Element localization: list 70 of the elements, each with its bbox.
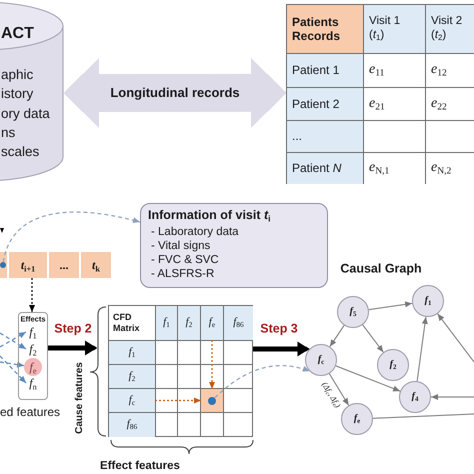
graph-node: f$_{e}$	[341, 403, 373, 435]
header-cell: f$_{e}$	[201, 306, 223, 340]
arrow	[416, 316, 428, 382]
panel-heading: Information of visit t$_{i}$	[148, 208, 271, 223]
dashed-arrow	[0, 356, 26, 384]
arrow	[437, 313, 474, 362]
brace-label: Effect features	[100, 460, 180, 474]
arrow	[329, 324, 345, 348]
header-cell: Patient 1	[287, 54, 363, 87]
feature-label: f$_{1}$	[26, 325, 40, 339]
arrow	[362, 324, 384, 353]
arrow	[253, 341, 310, 356]
highlighted-cell	[201, 389, 223, 412]
header-cell: f$_{2}$	[178, 306, 200, 340]
list-item: - Laboratory data	[151, 226, 239, 240]
dashed-arrow	[209, 340, 215, 389]
dot-icon	[0, 262, 6, 268]
dashed-arrow	[214, 365, 310, 398]
header-cell: ...	[287, 121, 363, 152]
arrow	[430, 394, 474, 400]
feature-label: f$_{2}$	[26, 342, 40, 356]
list-item: ory data	[1, 106, 50, 122]
timeline-cell: t$_{i+1}$	[9, 252, 47, 278]
graph-node: f$_{5}$	[337, 296, 369, 328]
header-cell: Patient N	[287, 153, 363, 184]
arrow	[335, 365, 401, 392]
database-title: ACT	[1, 24, 34, 44]
header-cell: f$_{2}$	[109, 365, 155, 388]
effects-panel	[18, 312, 48, 400]
graph-node: f$_{c}$	[305, 344, 337, 376]
header-cell: f$_{1}$	[109, 341, 155, 364]
list-item: - FVC & SVC	[151, 254, 219, 268]
arrow	[368, 301, 413, 310]
dot-icon	[208, 396, 216, 404]
list-item: ns	[1, 124, 16, 142]
graph-node: f$_{2}$	[377, 349, 409, 381]
header-cell: Visit 2 (t$_{2}$)	[426, 5, 474, 53]
arrow	[328, 373, 350, 406]
edge-label: Longitudinal records	[108, 85, 242, 101]
arrow	[48, 340, 97, 356]
header-cell: Patients Records	[287, 5, 363, 53]
dashed-arrow	[155, 398, 201, 404]
caption: ed features	[0, 405, 60, 420]
info-panel	[140, 203, 328, 288]
dashed-arrow	[0, 361, 24, 368]
list-item: - ALSFRS-R	[151, 268, 214, 282]
dashed-arrow	[29, 278, 35, 312]
list-item: aphic	[1, 67, 34, 84]
feature-label: f$_{n}$	[26, 376, 40, 390]
header-cell: f$_{c}$	[109, 389, 155, 412]
edge-label: Step 3	[260, 322, 298, 336]
list-item: scales	[1, 144, 40, 160]
timeline-cell	[0, 252, 7, 278]
header-cell: f$_{86}$	[109, 413, 155, 437]
header-cell: Patient 2	[287, 88, 363, 120]
graph-title: Causal Graph	[340, 262, 422, 276]
header-cell: Visit 1 (t$_{1}$)	[364, 5, 425, 53]
double-arrow	[64, 58, 286, 128]
graph-node: f$_{1}$	[412, 285, 444, 317]
header-cell: f$_{86}$	[224, 306, 253, 340]
edge-label: Step 2	[54, 322, 92, 336]
timeline-cell: ...	[49, 252, 79, 278]
timeline-cell: t$_{k}$	[81, 252, 111, 278]
header-cell: f$_{1}$	[156, 306, 177, 340]
connector-line	[372, 414, 474, 419]
graph-node: f$_{4}$	[399, 381, 431, 413]
list-item: istory	[1, 86, 34, 102]
list-item: - Vital signs	[151, 240, 210, 254]
brace-label: Cause features	[74, 362, 86, 434]
highlighted-feature: f$_{e}$	[24, 358, 42, 376]
